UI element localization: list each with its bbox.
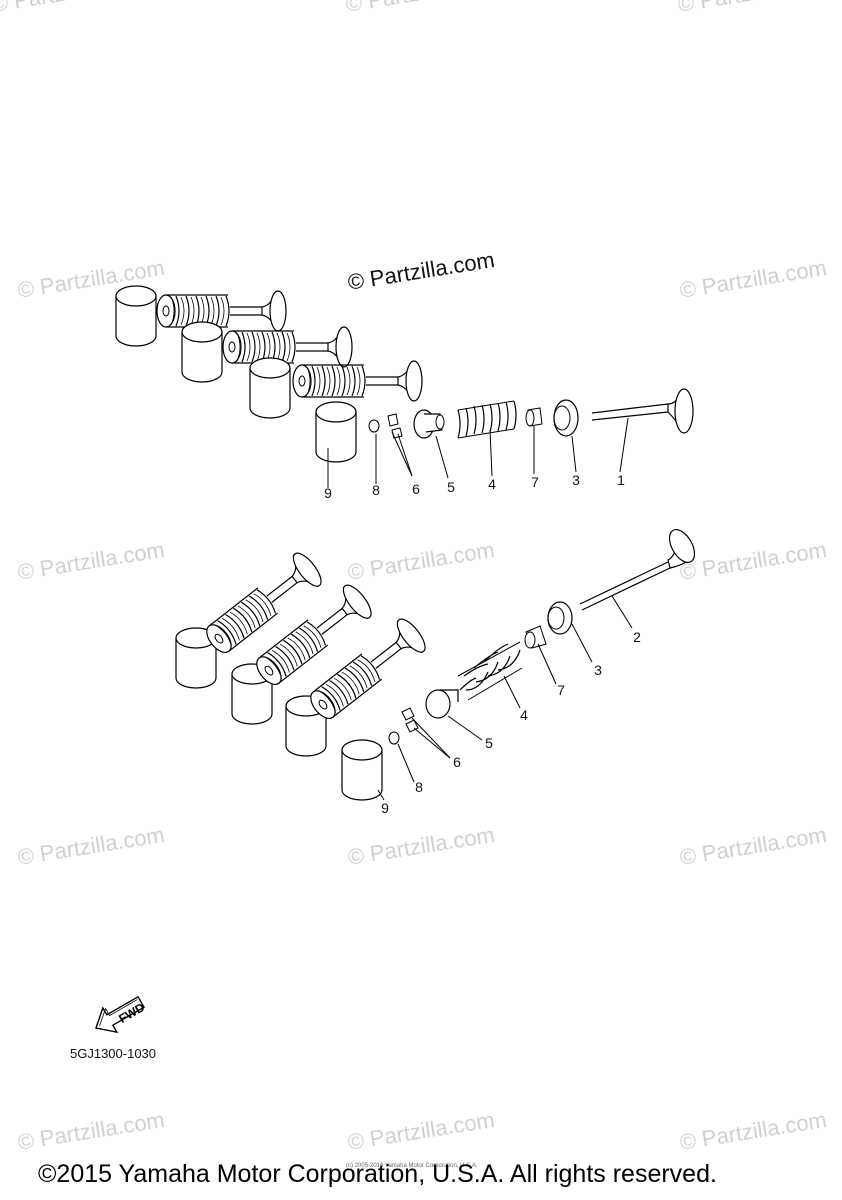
callout-number: 4 xyxy=(488,476,496,492)
valve-assembly xyxy=(156,290,287,332)
callout-number: 9 xyxy=(324,485,332,501)
fwd-arrow-icon xyxy=(95,995,145,1034)
valve-assembly xyxy=(292,360,423,402)
exploded-parts-upper xyxy=(315,388,694,463)
callout-number: 8 xyxy=(415,779,423,795)
callout-number: 4 xyxy=(520,707,528,723)
leader-lines-upper xyxy=(327,417,629,488)
callout-number: 9 xyxy=(381,800,389,816)
fine-print: (c) 2005-2016 Yamaha Motor Corporation, … xyxy=(346,1163,478,1169)
callout-number: 5 xyxy=(447,479,455,495)
leader-lines-lower xyxy=(377,595,633,801)
callout-number: 3 xyxy=(572,472,580,488)
valve-lifter-part xyxy=(181,321,223,383)
valve-assembly xyxy=(222,326,353,368)
valve-lifter-part xyxy=(115,285,157,347)
callout-number: 2 xyxy=(633,629,641,645)
callout-number: 6 xyxy=(453,754,461,770)
callout-number: 1 xyxy=(617,472,625,488)
copyright-notice: ©2015 Yamaha Motor Corporation, U.S.A. A… xyxy=(38,1160,717,1188)
callout-number: 3 xyxy=(594,662,602,678)
lower-valve-assemblies xyxy=(175,548,431,757)
exploded-parts-lower xyxy=(341,529,696,801)
callout-number: 6 xyxy=(412,481,420,497)
callout-number: 8 xyxy=(372,482,380,498)
callout-number: 7 xyxy=(531,474,539,490)
diagram-code: 5GJ1300-1030 xyxy=(70,1046,157,1061)
callout-number: 7 xyxy=(557,682,565,698)
valve-lifter-part xyxy=(249,357,291,419)
callout-number: 5 xyxy=(485,735,493,751)
